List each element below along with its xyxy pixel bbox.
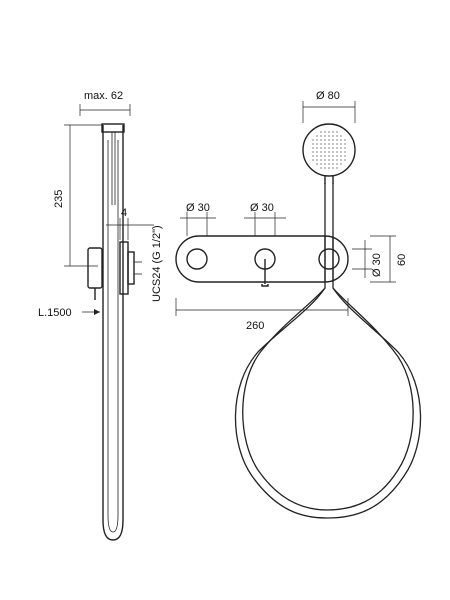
dim-plate-length-label: 260 (246, 320, 264, 332)
dim-plate-length: 260 (175, 298, 349, 332)
mounting-plate (175, 235, 349, 287)
shower-head (302, 123, 356, 184)
dim-hole-right-label: Ø 30 (371, 253, 383, 277)
dim-hole-left: Ø 30 (180, 202, 216, 236)
side-view-hose (101, 123, 125, 541)
dim-plate-height-label: 60 (396, 254, 408, 266)
connection-label: UCS24 (G 1/2") (151, 225, 163, 302)
dim-hole-left-label: Ø 30 (186, 202, 210, 214)
dim-depth-label: 4 (121, 207, 127, 219)
dim-hole-middle: Ø 30 (244, 202, 286, 236)
dim-hole-middle-label: Ø 30 (250, 202, 274, 214)
dim-plate-height: 60 (370, 235, 408, 283)
dim-hole-right: Ø 30 (352, 240, 383, 278)
dim-head-diameter-label: Ø 80 (316, 90, 340, 102)
dim-height: 235 (53, 124, 103, 267)
side-view-bracket (87, 241, 142, 300)
side-view: max. 62 235 4 L.1500 UCS24 (G 1/2") (38, 90, 163, 541)
dim-depth: 4 (106, 207, 154, 240)
dim-hose-length: L.1500 (38, 307, 100, 319)
plate-hole-right (318, 248, 340, 270)
front-view-hose (234, 183, 422, 519)
dim-max-width: max. 62 (79, 90, 131, 116)
dim-head-diameter: Ø 80 (302, 90, 356, 123)
front-view: Ø 80 Ø 30 Ø 30 Ø 30 60 (175, 90, 422, 519)
shower-head-nozzles (312, 131, 346, 169)
plate-hole-left (186, 248, 208, 270)
dim-height-label: 235 (53, 190, 65, 208)
dim-hose-length-label: L.1500 (38, 307, 72, 319)
dim-max-width-label: max. 62 (84, 90, 123, 102)
